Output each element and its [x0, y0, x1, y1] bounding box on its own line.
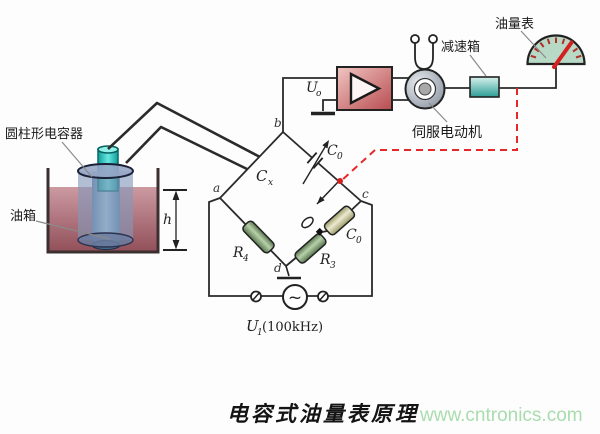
svg-text:C: C	[346, 227, 357, 243]
watermark: www.cntronics.com	[419, 405, 583, 426]
bridge-output-wire	[282, 77, 337, 132]
gearbox-label: 减速箱	[441, 39, 480, 54]
u-supply-label: U 1 (100kHz)	[246, 317, 323, 338]
c0-fixed-label: C 0	[346, 227, 362, 246]
mechanical-link-joint	[337, 178, 343, 184]
c0-trimmer-label: C 0	[327, 143, 343, 162]
capacitor-outer-cylinder	[78, 171, 133, 240]
amplifier-triangle-icon	[349, 72, 382, 105]
node-a-label: a	[213, 181, 220, 195]
r4-label: R 4	[232, 245, 249, 264]
svg-text:x: x	[268, 178, 273, 188]
tap-point-icon	[315, 227, 324, 236]
svg-text:o: o	[316, 89, 322, 99]
wiper-contact-icon	[301, 216, 314, 229]
outer-cylinder-rim	[77, 163, 134, 179]
capacitor-c0-fixed	[323, 205, 356, 236]
r3-label: R 3	[319, 252, 336, 271]
svg-text:3: 3	[330, 261, 336, 271]
svg-text:U: U	[246, 317, 260, 335]
servo-motor	[404, 68, 446, 110]
height-dimension	[163, 189, 187, 251]
wiper-arrowhead-icon	[317, 196, 325, 204]
fuel-tank-label: 油箱	[10, 208, 36, 223]
gearbox-to-gauge-shaft	[499, 64, 557, 89]
node-b-label: b	[274, 116, 282, 130]
svg-text:U: U	[306, 80, 319, 96]
fuel-gauge	[526, 34, 586, 69]
svg-text:1: 1	[257, 328, 263, 338]
amplifier	[336, 66, 393, 111]
svg-text:R: R	[232, 245, 244, 261]
cylindrical-capacitor-label: 圆柱形电容器	[5, 126, 83, 141]
capacitor-c0-trimmer	[306, 152, 324, 169]
fuel-tank-assembly: h	[46, 145, 187, 254]
u-out-label: U o	[306, 80, 322, 99]
resistor-r4	[242, 220, 275, 254]
ac-source	[282, 284, 308, 310]
node-d-label: d	[274, 261, 282, 275]
tank-walls	[46, 168, 160, 254]
reduction-gearbox	[469, 76, 500, 98]
leader-fuel-gauge	[520, 30, 547, 59]
svg-text:(100kHz): (100kHz)	[262, 320, 323, 335]
outer-cylinder-bottom	[77, 232, 134, 248]
bridge-arm-ab	[219, 131, 284, 199]
c0-lead-top	[350, 200, 362, 211]
inner-tube-top	[97, 145, 119, 154]
bridge-arm-bc	[282, 131, 362, 202]
trimmer-arrow-icon	[302, 141, 329, 185]
capacitor-wire-inner	[107, 101, 261, 159]
servo-motor-label: 伺服电动机	[412, 124, 482, 140]
ac-tilde: ~	[288, 288, 302, 308]
leader-gearbox	[469, 54, 487, 77]
resistor-r3	[294, 233, 327, 264]
leader-fuel-tank	[35, 220, 111, 240]
connector-terminal-left	[250, 290, 262, 303]
leader-cylindrical-capacitor	[61, 141, 93, 178]
motor-reference-terminals	[410, 34, 438, 70]
height-label: h	[163, 212, 172, 228]
gauge-needle	[552, 40, 574, 69]
node-c-label: c	[362, 187, 369, 201]
arrow-up-icon	[172, 190, 180, 200]
cx-label: C x	[256, 167, 273, 188]
fuel-gauge-label: 油量表	[495, 16, 534, 31]
bridge-circuit: ~	[208, 131, 373, 310]
connector-terminal-right	[317, 290, 329, 303]
amp-ground-wire	[322, 99, 337, 111]
arrow-down-icon	[172, 240, 180, 250]
svg-text:0: 0	[356, 236, 362, 246]
trimmer-arrowhead-icon	[322, 140, 329, 149]
svg-text:R: R	[319, 252, 331, 268]
svg-text:4: 4	[242, 254, 249, 264]
leader-servo-motor	[428, 102, 448, 123]
diagram-caption: 电容式油量表原理	[227, 401, 419, 426]
capacitor-wire-outer	[125, 125, 248, 171]
svg-text:C: C	[256, 167, 268, 185]
ground-symbol-d	[277, 265, 301, 280]
svg-text:C: C	[327, 143, 338, 159]
svg-text:0: 0	[337, 152, 343, 162]
mechanical-link	[340, 88, 518, 182]
